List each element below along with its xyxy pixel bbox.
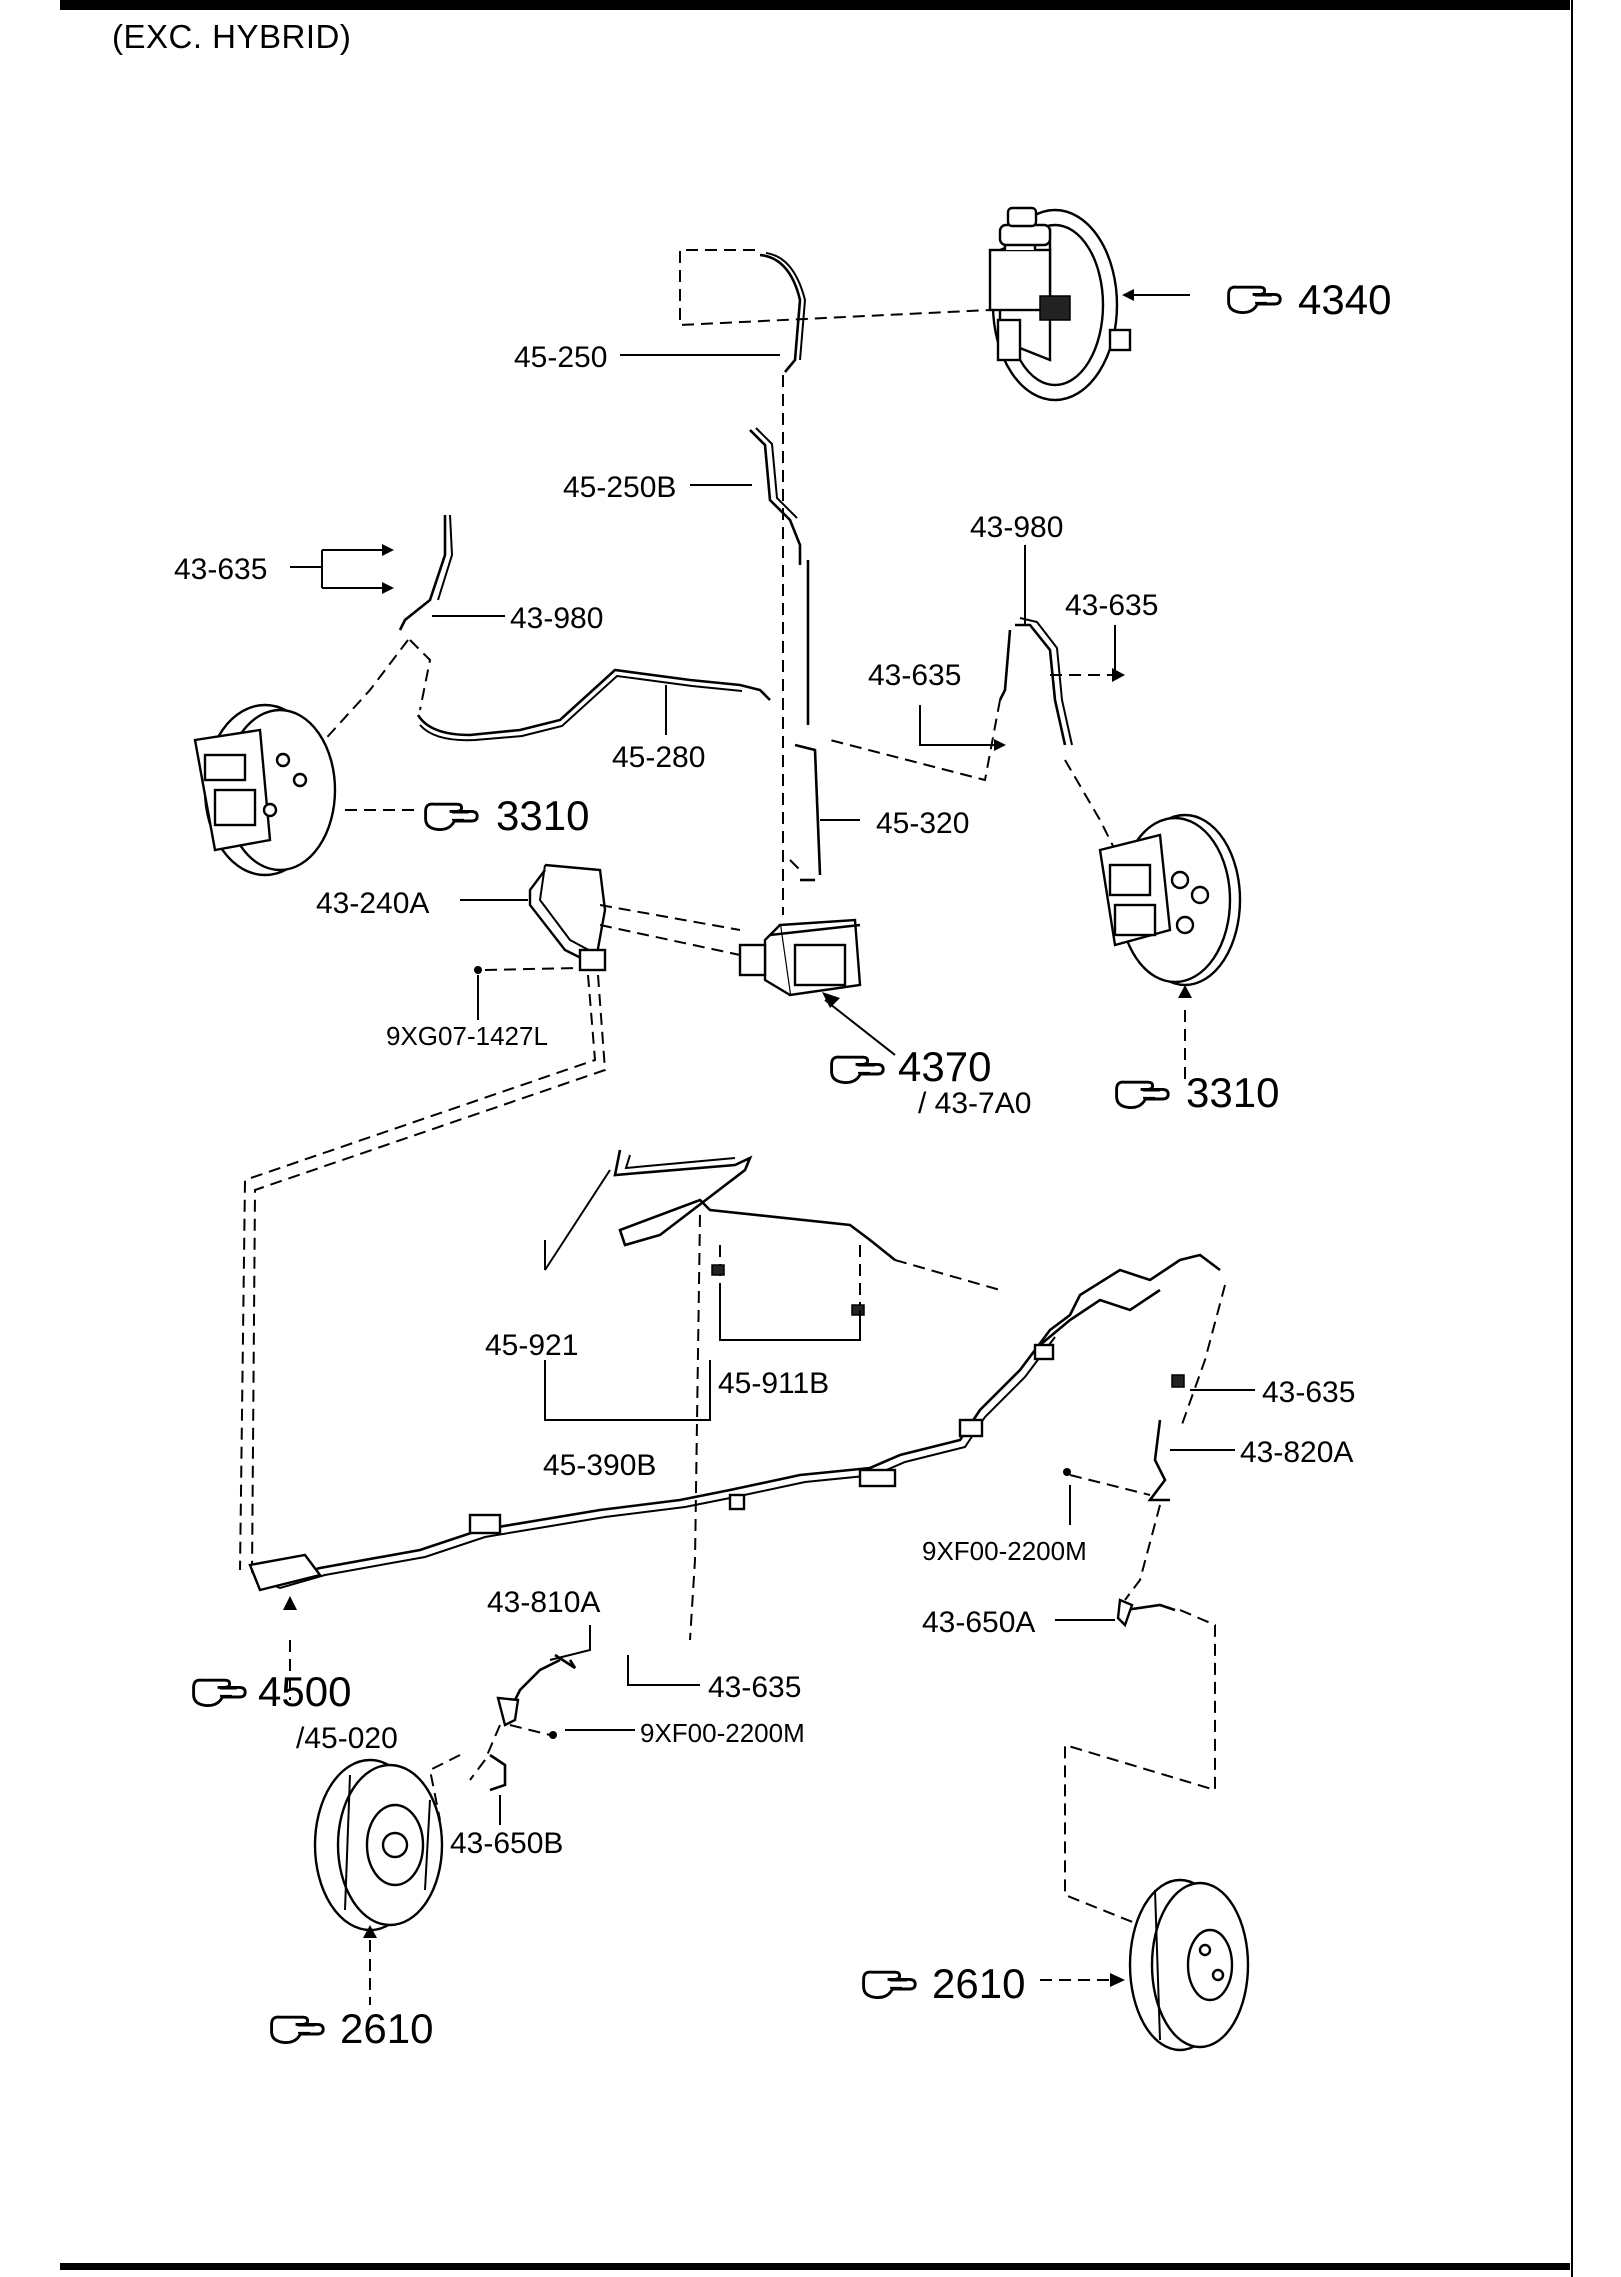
label-43-980-right: 43-980 (970, 511, 1063, 544)
label-9xg07-1427l: 9XG07-1427L (386, 1021, 548, 1051)
pointing-hand-icon (192, 1678, 247, 1708)
label-43-635-rear-left: 43-635 (708, 1671, 801, 1704)
label-43-635-right-top: 43-635 (1065, 589, 1158, 622)
label-43-635-right: 43-635 (868, 659, 961, 692)
right-rear-drum (1128, 1878, 1250, 2052)
ref-4500-number: 4500 (258, 1668, 351, 1715)
label-45-921: 45-921 (485, 1329, 578, 1362)
label-45-320: 45-320 (876, 807, 969, 840)
pointing-hand-icon (1227, 285, 1282, 315)
label-43-7a0: / 43-7A0 (918, 1087, 1031, 1120)
ref-4370[interactable]: 4370 (830, 1043, 992, 1090)
top-border-rule (60, 0, 1570, 10)
label-43-980-left: 43-980 (510, 602, 603, 635)
bracket-43-240a (528, 863, 607, 972)
pointing-hand-icon (830, 1055, 885, 1085)
label-43-650b: 43-650B (450, 1827, 563, 1860)
label-45-250b: 45-250B (563, 471, 676, 504)
label-9xf00-2200m-left: 9XF00-2200M (640, 1718, 805, 1748)
label-45-280: 45-280 (612, 741, 705, 774)
left-rear-backing-plate (313, 1758, 444, 1932)
brake-booster-master-cylinder (988, 206, 1132, 402)
label-43-635-left: 43-635 (174, 553, 267, 586)
ref-3310-right-number: 3310 (1186, 1069, 1279, 1116)
ref-3310-right[interactable]: 3310 (1115, 1069, 1280, 1116)
label-45-020: /45-020 (296, 1722, 398, 1755)
right-border-rule (1571, 0, 1573, 2277)
bottom-border-rule (60, 2263, 1570, 2270)
leader-lines (290, 289, 1255, 1825)
ref-2610-right[interactable]: 2610 (862, 1960, 1026, 2007)
ref-3310-left-number: 3310 (496, 792, 589, 839)
ref-3310-left[interactable]: 3310 (424, 792, 590, 839)
ref-2610-left[interactable]: 2610 (270, 2005, 434, 2052)
part-number-labels: 45-250 45-250B 43-635 43-980 43-980 43-6… (174, 341, 1355, 1860)
right-front-caliper-rotor (1098, 813, 1242, 987)
label-43-810a: 43-810A (487, 1586, 600, 1619)
rear-pipe-clips (248, 1343, 1055, 1592)
pointing-hand-icon (862, 1970, 917, 2000)
abs-hydraulic-unit (738, 918, 862, 997)
label-43-820a: 43-820A (1240, 1436, 1353, 1469)
label-43-650a: 43-650A (922, 1606, 1035, 1639)
ref-4370-number: 4370 (898, 1043, 991, 1090)
ref-2610-left-number: 2610 (340, 2005, 433, 2052)
ref-4340-number: 4340 (1298, 276, 1391, 323)
label-45-250: 45-250 (514, 341, 607, 374)
label-43-635-rear-right: 43-635 (1262, 1376, 1355, 1409)
pointing-hand-icon (424, 802, 479, 832)
label-43-240a: 43-240A (316, 887, 429, 920)
pointing-hand-icon (270, 2015, 325, 2045)
ref-4340[interactable]: 4340 (1227, 276, 1392, 323)
ref-4500[interactable]: 4500 (192, 1668, 352, 1715)
diagram-header: (EXC. HYBRID) (112, 18, 352, 55)
ref-2610-right-number: 2610 (932, 1960, 1025, 2007)
label-45-390b: 45-390B (543, 1449, 656, 1482)
pointing-hand-icon (1115, 1080, 1170, 1110)
label-45-911b: 45-911B (718, 1367, 829, 1400)
label-9xf00-2200m-right: 9XF00-2200M (922, 1536, 1087, 1566)
left-front-caliper-rotor (193, 703, 337, 877)
